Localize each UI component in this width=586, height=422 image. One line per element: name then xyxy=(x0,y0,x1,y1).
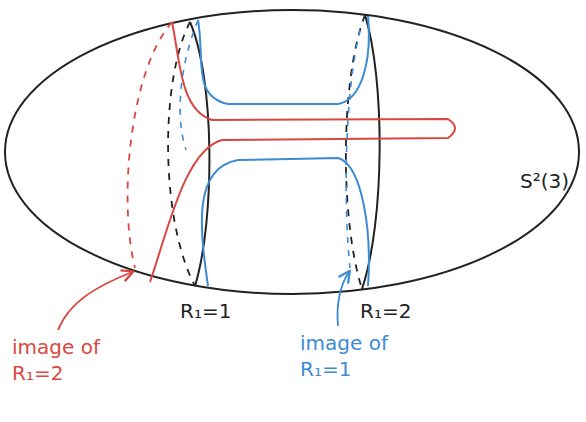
circle-front xyxy=(362,15,380,289)
blue-curve xyxy=(202,158,369,286)
circle-front xyxy=(190,22,209,286)
circle-back xyxy=(346,15,365,289)
circle-label: R₁=1 xyxy=(180,298,231,324)
circle-back xyxy=(168,22,195,286)
sphere-outline xyxy=(5,10,579,294)
red-curve xyxy=(150,22,455,282)
leader-arrow xyxy=(337,272,349,326)
image-label: image of R₁=1 xyxy=(300,330,400,382)
surface-name: S²(3) xyxy=(520,168,569,194)
blue-curve-back xyxy=(346,30,360,268)
circle-label: R₁=2 xyxy=(360,298,411,324)
leader-arrow xyxy=(58,272,132,330)
image-label: image of R₁=2 xyxy=(12,334,112,386)
blue-curve-back xyxy=(180,20,198,150)
blue-curve xyxy=(198,16,369,104)
